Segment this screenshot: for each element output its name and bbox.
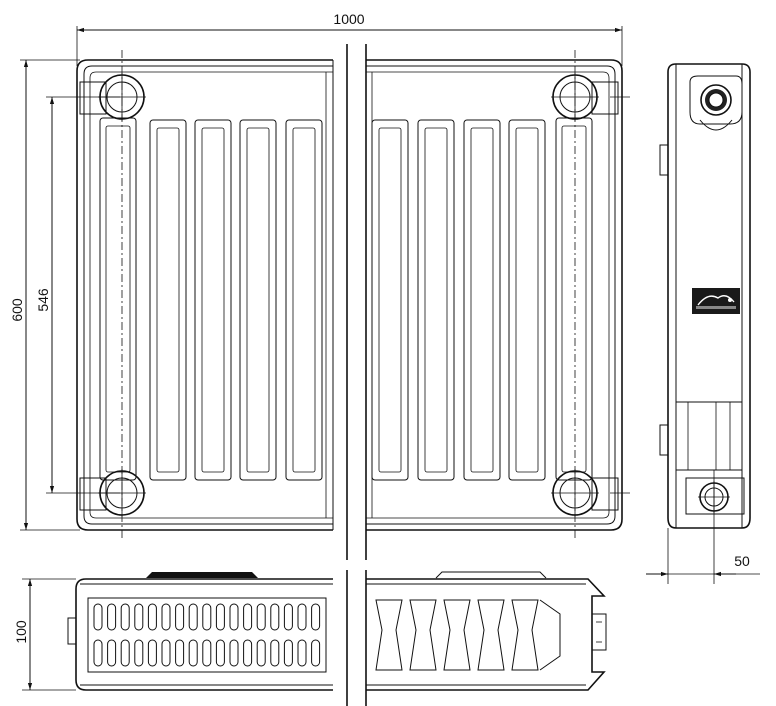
convector-fins-wave — [375, 599, 539, 671]
side-offset-label: 50 — [734, 553, 750, 569]
fin-slot — [161, 603, 171, 631]
wall-bracket-bottom — [659, 424, 669, 456]
depth-label: 100 — [13, 620, 29, 644]
fin-slot — [256, 603, 266, 631]
fin-slot — [188, 603, 198, 631]
top-view-right — [366, 571, 607, 691]
channel — [508, 119, 546, 481]
break-lines — [346, 44, 367, 560]
fin-slot — [147, 603, 157, 631]
fin-slot — [202, 603, 212, 631]
convector-fins-top — [93, 603, 321, 667]
fin-slot — [256, 639, 266, 667]
height-connection-label: 546 — [35, 288, 51, 312]
fin-slot — [161, 639, 171, 667]
fin-slot — [134, 603, 144, 631]
side-connection-bottom — [685, 470, 745, 584]
fin-slot — [120, 603, 130, 631]
fin-slot — [311, 603, 321, 631]
wall-bracket-top — [659, 144, 669, 176]
top-view: 100 — [13, 570, 607, 706]
side-connection-top — [689, 75, 743, 131]
top-view-left — [67, 572, 333, 691]
fin-wave — [409, 599, 437, 671]
fin-slot — [297, 639, 307, 667]
fin-slot — [243, 639, 253, 667]
fin-wave — [477, 599, 505, 671]
channel — [285, 119, 323, 481]
channel — [99, 117, 137, 481]
connection-top-right — [551, 73, 619, 121]
fin-slot — [175, 639, 185, 667]
front-panel-left — [76, 50, 334, 540]
fin-slot — [229, 639, 239, 667]
fin-slot — [175, 603, 185, 631]
valve-plug — [591, 613, 607, 651]
fin-slot — [202, 639, 212, 667]
fin-slot — [107, 639, 117, 667]
fin-slot — [215, 603, 225, 631]
channel — [371, 119, 409, 481]
width-label: 1000 — [333, 11, 364, 27]
channel — [194, 119, 232, 481]
channel — [239, 119, 277, 481]
channel — [555, 117, 593, 481]
fin-wave — [443, 599, 471, 671]
front-panel-right — [366, 50, 630, 540]
fin-slot — [188, 639, 198, 667]
fin-slot — [270, 603, 280, 631]
fin-slot — [134, 639, 144, 667]
fin-wave — [511, 599, 539, 671]
side-convector-fins — [675, 401, 743, 471]
front-view: 1000 600 546 — [9, 11, 630, 560]
fin-slot — [120, 639, 130, 667]
fin-slot — [297, 603, 307, 631]
fin-slot — [229, 603, 239, 631]
fin-slot — [243, 603, 253, 631]
fin-wave — [375, 599, 403, 671]
fin-slot — [93, 603, 103, 631]
height-total-label: 600 — [9, 298, 25, 322]
fin-slot — [283, 603, 293, 631]
dimension-width: 1000 — [76, 11, 623, 66]
side-view: 50 — [646, 63, 760, 584]
channel — [417, 119, 455, 481]
fin-slot — [215, 639, 225, 667]
fin-slot — [147, 639, 157, 667]
dimension-depth: 100 — [13, 578, 76, 691]
fin-slot — [311, 639, 321, 667]
fin-slot — [93, 639, 103, 667]
channel — [463, 119, 501, 481]
fin-slot — [283, 639, 293, 667]
fin-slot — [270, 639, 280, 667]
dimension-side-offset: 50 — [646, 528, 760, 584]
connection-bottom-right — [551, 469, 619, 517]
dimension-height-total: 600 — [9, 59, 80, 531]
channel — [149, 119, 187, 481]
fin-slot — [107, 603, 117, 631]
brand-logo-icon — [692, 288, 740, 314]
